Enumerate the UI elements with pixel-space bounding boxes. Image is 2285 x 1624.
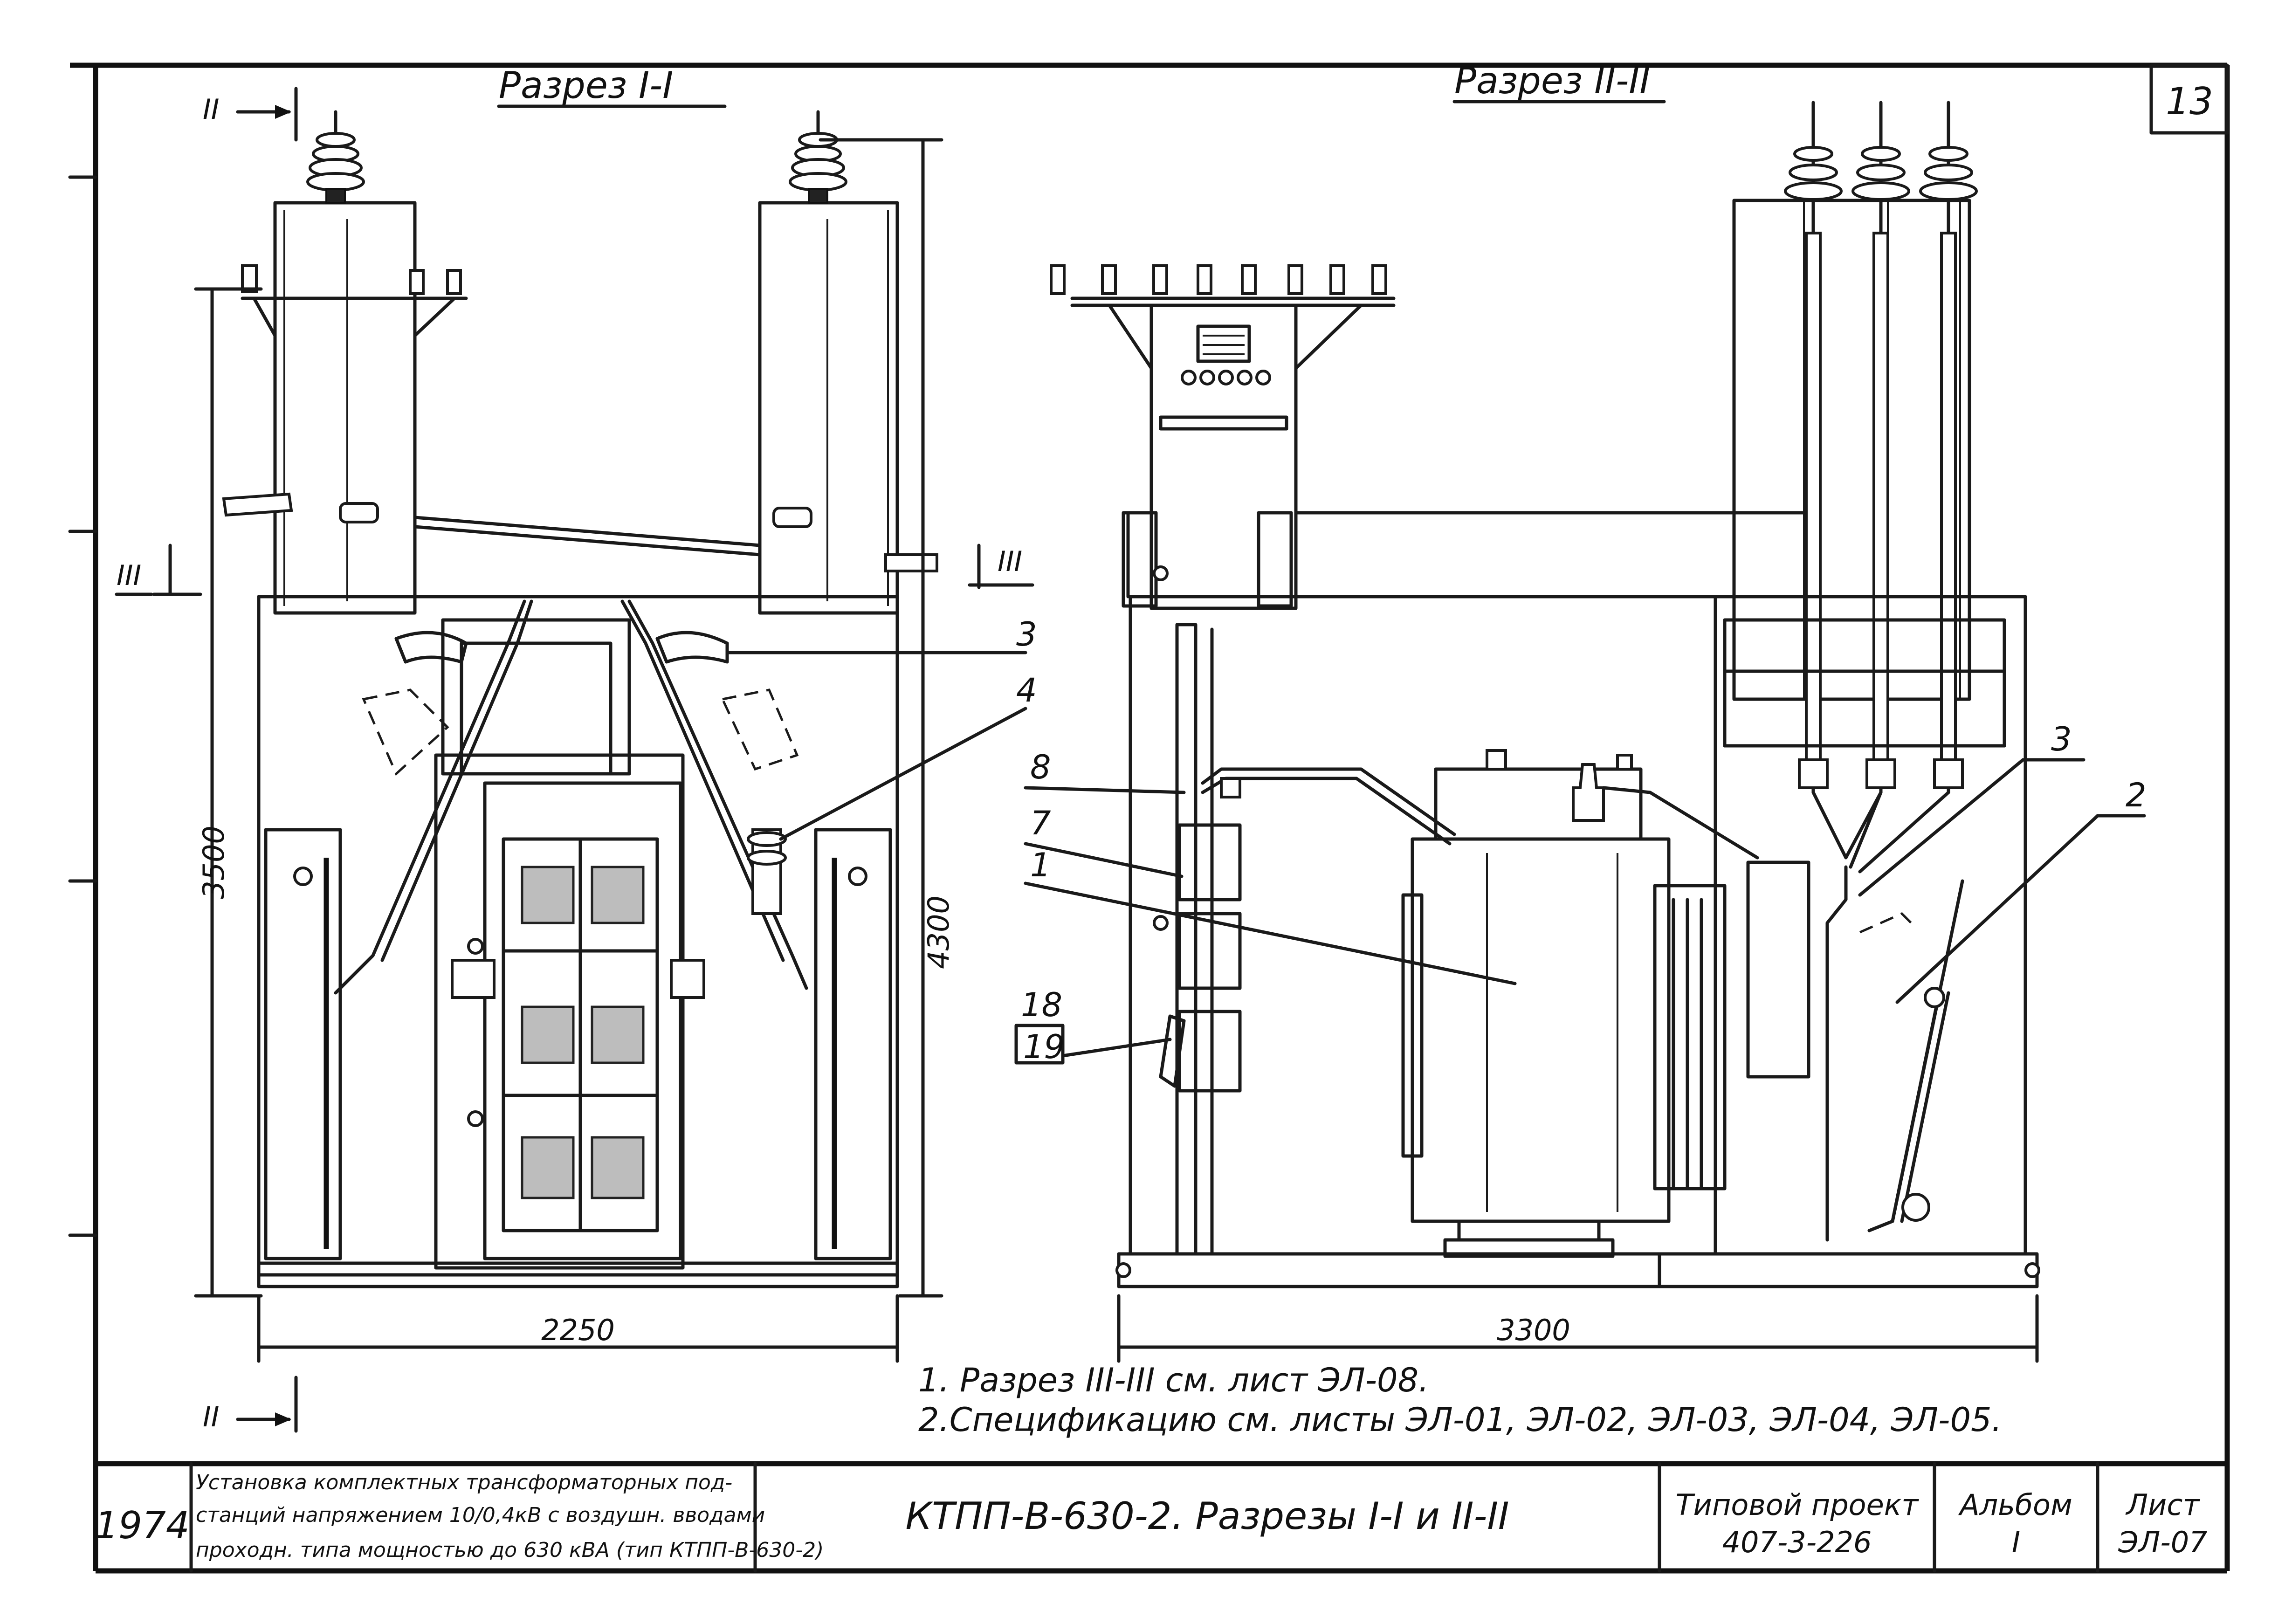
sheet-number: 13 <box>2166 80 2213 123</box>
section-1-view <box>222 110 938 1288</box>
svg-text:II: II <box>203 1401 219 1433</box>
note-1: 1. Разрез III-III см. лист ЭЛ-08. <box>918 1361 1429 1399</box>
svg-text:1: 1 <box>1030 846 1051 884</box>
project-number: 407-3-226 <box>1722 1525 1872 1559</box>
year: 1974 <box>95 1504 190 1547</box>
svg-text:II: II <box>203 93 219 126</box>
section-mark-bottom: II <box>203 1376 298 1433</box>
hv-bushing-left <box>306 110 365 205</box>
svg-text:2: 2 <box>2126 776 2147 814</box>
svg-text:3: 3 <box>1016 615 1037 654</box>
section-title-2: Разрез II-II <box>1454 60 1650 102</box>
section-mark-left-mid: III <box>115 544 202 596</box>
callout-18-19: 18 19 <box>1014 986 1172 1066</box>
dimensions-section-1: 3500 4300 2250 <box>194 138 956 1363</box>
section-mark-top: II <box>203 87 298 142</box>
callout-3: 3 3 <box>1858 720 2085 897</box>
project-label: Типовой проект <box>1676 1488 1920 1522</box>
callout-4: 3 <box>725 615 1037 654</box>
hv-bushings-section-2 <box>1784 101 1978 794</box>
sheet-frame <box>68 62 2230 1574</box>
album-label: Альбом <box>1958 1488 2072 1522</box>
notes: 1. Разрез III-III см. лист ЭЛ-08. 2.Спец… <box>918 1361 2002 1439</box>
callout-1: 1 <box>1024 846 1517 985</box>
drawing-title: КТПП-В-630-2. Разрезы I-I и II-II <box>906 1494 1509 1538</box>
section-mark-right-mid: III <box>968 544 1034 589</box>
sheet-number-box: 13 <box>2149 63 2229 135</box>
hv-bushing-right <box>789 110 847 205</box>
note-2: 2.Спецификацию см. листы ЭЛ-01, ЭЛ-02, Э… <box>918 1401 2002 1439</box>
lv-insulators-left <box>241 264 468 337</box>
callout-5: 4 <box>779 671 1037 841</box>
transformer <box>1401 749 1727 1258</box>
callout-2: 2 <box>1895 776 2147 1004</box>
callout-7: 7 <box>1024 804 1184 878</box>
album-number: I <box>2012 1525 2020 1559</box>
svg-text:4300: 4300 <box>922 895 956 969</box>
title-block: 1974 Установка комплектных трансформатор… <box>95 1461 2227 1573</box>
svg-text:2250: 2250 <box>541 1313 615 1347</box>
door-grilles <box>521 866 645 1199</box>
description-line-3: проходн. типа мощностью до 630 кВА (тип … <box>196 1538 824 1562</box>
svg-text:3500: 3500 <box>197 826 231 899</box>
svg-text:III: III <box>998 545 1022 578</box>
lv-crossarm <box>1050 264 1396 370</box>
description-line-2: станций напряжением 10/0,4кВ с воздушн. … <box>196 1503 765 1527</box>
dimensions-section-2: 3300 <box>1117 1294 2039 1363</box>
callout-8: 8 <box>1024 748 1186 794</box>
svg-text:III: III <box>117 559 141 592</box>
sheet-label: Лист <box>2125 1488 2200 1522</box>
svg-text:4: 4 <box>1016 671 1037 709</box>
svg-text:7: 7 <box>1030 804 1051 842</box>
svg-text:18: 18 <box>1021 986 1062 1024</box>
svg-text:3300: 3300 <box>1497 1313 1570 1347</box>
sheet-code: ЭЛ-07 <box>2118 1525 2207 1559</box>
callout-3-label: 3 <box>2051 720 2072 758</box>
svg-text:19: 19 <box>1023 1028 1065 1066</box>
section-title-1: Разрез I-I <box>499 65 673 107</box>
description-line-1: Установка комплектных трансформаторных п… <box>196 1471 732 1494</box>
svg-text:8: 8 <box>1030 748 1051 786</box>
section-2-view <box>1050 101 2040 1288</box>
